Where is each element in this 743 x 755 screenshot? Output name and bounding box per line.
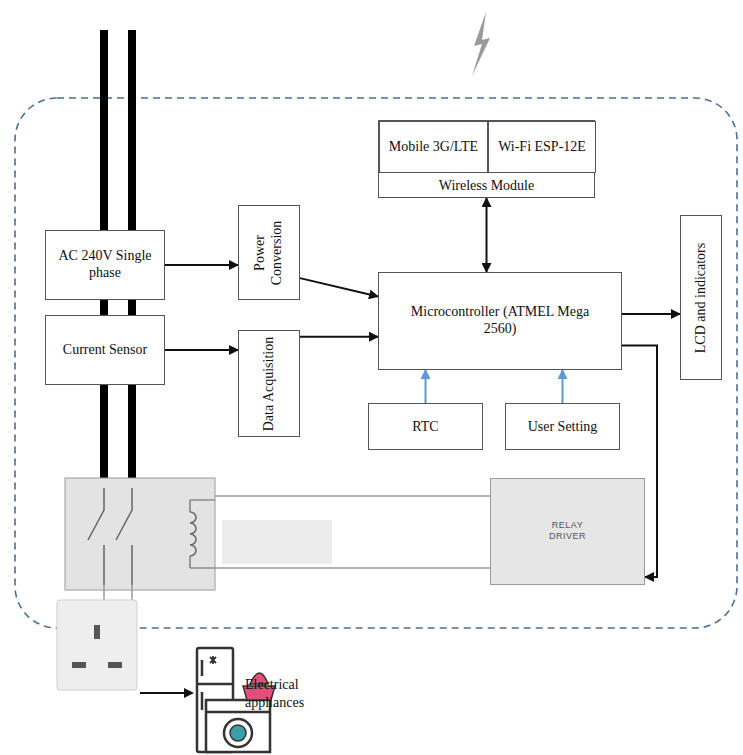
signal-arrow — [300, 278, 378, 296]
box-label: User Setting — [510, 418, 615, 435]
wireless-symbol — [472, 12, 490, 76]
signal-arrow — [300, 336, 378, 338]
signal-arrow — [622, 313, 680, 315]
process-box: AC 240V Single phase — [45, 230, 165, 300]
process-box: Mobile 3G/LTE — [379, 121, 488, 173]
signal-arrow — [562, 370, 564, 403]
process-box: Microcontroller (ATMEL Mega 2560) — [378, 272, 622, 370]
box-label: RTC — [373, 418, 478, 435]
process-box: Current Sensor — [45, 315, 165, 385]
signal-arrow — [486, 198, 488, 272]
process-box: RTC — [368, 403, 483, 450]
box-label: LCD and indicators — [693, 220, 710, 375]
supply-arrow — [140, 692, 186, 694]
box-label: Mobile 3G/LTE — [384, 139, 483, 156]
wall-socket — [57, 600, 137, 690]
relay-symbol — [65, 478, 490, 606]
process-box: Data Acquisition — [238, 330, 300, 437]
process-box: Power Conversion — [238, 205, 300, 300]
box-label: Current Sensor — [50, 342, 160, 359]
process-box: LCD and indicators — [680, 215, 722, 380]
box-label: Data Acquisition — [261, 335, 278, 432]
process-box: User Setting — [505, 403, 620, 450]
supply-arrow-head — [184, 688, 194, 698]
signal-arrow — [165, 264, 238, 266]
box-label: Microcontroller (ATMEL Mega 2560) — [410, 304, 590, 338]
box-label: Wireless Module — [383, 178, 590, 195]
signal-arrow — [425, 370, 427, 403]
box-label: Power Conversion — [252, 210, 286, 295]
process-box: Wireless Module Mobile 3G/LTE Wi-Fi ESP-12… — [378, 120, 595, 198]
box-label: RELAY DRIVER — [542, 520, 594, 543]
relay-driver-box: RELAY DRIVER — [490, 478, 645, 585]
box-label: AC 240V Single phase — [50, 248, 160, 282]
box-label: Wi-Fi ESP-12E — [493, 139, 591, 156]
enclosure-outline — [15, 98, 737, 628]
process-box: Wi-Fi ESP-12E — [488, 121, 596, 173]
appliance-label: Electrical appliances — [245, 676, 325, 711]
signal-arrow — [165, 349, 238, 351]
